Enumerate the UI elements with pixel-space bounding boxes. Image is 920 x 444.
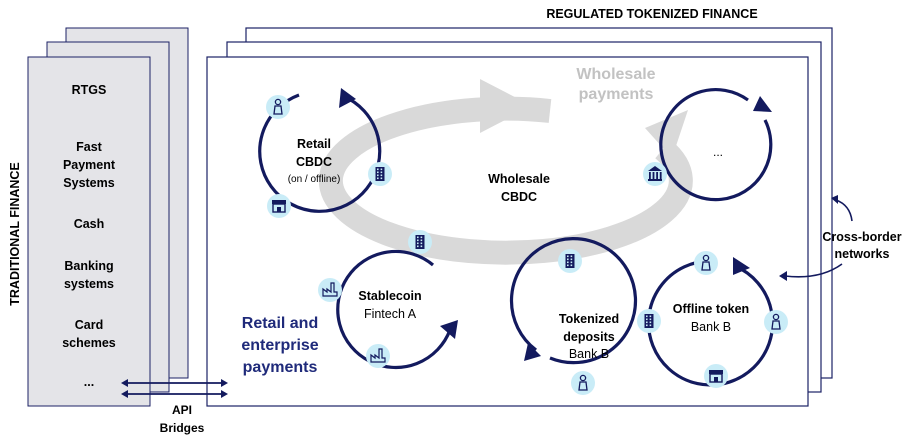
- icon-layer: [266, 95, 788, 395]
- api-bridge-arrowhead-right-top: [221, 379, 228, 387]
- retail-cbdc-cycle: [258, 88, 382, 213]
- person-icon: [694, 251, 718, 275]
- wholesale-payments-label-line2: payments: [579, 86, 654, 103]
- traditional-item-1-line-1: Payment: [63, 158, 116, 172]
- stablecoin-label: Stablecoin: [358, 289, 421, 303]
- traditional-item-2-line-0: Cash: [74, 217, 105, 231]
- building-icon: [408, 230, 432, 254]
- traditional-item-1-line-2: Systems: [63, 176, 114, 190]
- stablecoin-sublabel: Fintech A: [364, 307, 417, 321]
- regulated-finance-header: REGULATED TOKENIZED FINANCE: [546, 7, 757, 21]
- cross-border-arrowhead-left: [779, 271, 787, 281]
- stablecoin-cycle: [336, 249, 458, 370]
- other-cycle: [659, 88, 773, 202]
- wholesale-cbdc-label-line2: CBDC: [501, 190, 537, 204]
- api-bridges-label-line1: API: [172, 403, 192, 417]
- tokenized-deposits-label-line2: deposits: [563, 330, 614, 344]
- cross-border-label-line1: Cross-border: [822, 230, 901, 244]
- cross-border-arrow-up: [835, 199, 853, 222]
- api-bridge-arrowhead-left-top: [121, 379, 128, 387]
- factory-icon: [318, 278, 342, 302]
- traditional-item-3-line-1: systems: [64, 277, 114, 291]
- shop-icon: [267, 194, 291, 218]
- api-bridges-label-line2: Bridges: [160, 421, 205, 435]
- traditional-finance-label: TRADITIONAL FINANCE: [8, 162, 22, 306]
- retail-cbdc-label-line2: CBDC: [296, 155, 332, 169]
- offline-token-label: Offline token: [673, 302, 749, 316]
- wholesale-payments-label-line1: Wholesale: [576, 66, 655, 83]
- offline-token-sublabel: Bank B: [691, 320, 731, 334]
- cross-border-arrowhead-up: [831, 195, 838, 204]
- traditional-item-5-line-0: ...: [84, 375, 94, 389]
- wholesale-cycle-arrow: [318, 79, 693, 265]
- retail-enterprise-label-line3: payments: [243, 359, 318, 376]
- api-bridge-arrowhead-left-bottom: [121, 390, 128, 398]
- traditional-item-1-line-0: Fast: [76, 140, 103, 154]
- shop-icon: [704, 364, 728, 388]
- retail-cbdc-sublabel: (on / offline): [288, 174, 341, 185]
- building-icon: [558, 249, 582, 273]
- tokenized-deposits-label-line1: Tokenized: [559, 312, 619, 326]
- offline-token-cycle: [646, 257, 775, 387]
- bank-icon: [643, 162, 667, 186]
- traditional-item-3-line-0: Banking: [64, 259, 113, 273]
- cross-border-arrow-left: [784, 263, 843, 278]
- retail-enterprise-label-line2: enterprise: [241, 337, 318, 354]
- traditional-item-4-line-1: schemes: [62, 336, 116, 350]
- traditional-item-4-line-0: Card: [75, 318, 103, 332]
- person-icon: [571, 371, 595, 395]
- cross-border-label-line2: networks: [835, 247, 890, 261]
- person-icon: [266, 95, 290, 119]
- building-icon: [637, 309, 661, 333]
- traditional-item-0-line-0: RTGS: [72, 83, 107, 97]
- other-cycle-ellipsis: ...: [713, 145, 723, 159]
- traditional-card-front: [27, 56, 151, 407]
- api-bridge-arrowhead-right-bottom: [221, 390, 228, 398]
- building-icon: [368, 162, 392, 186]
- tokenized-deposits-sublabel: Bank B: [569, 347, 609, 361]
- retail-enterprise-label-line1: Retail and: [242, 315, 318, 332]
- retail-cbdc-label-line1: Retail: [297, 137, 331, 151]
- wholesale-cbdc-label-line1: Wholesale: [488, 172, 550, 186]
- person-icon: [764, 310, 788, 334]
- tokenized-deposits-cycle: [509, 237, 638, 365]
- factory-icon: [366, 344, 390, 368]
